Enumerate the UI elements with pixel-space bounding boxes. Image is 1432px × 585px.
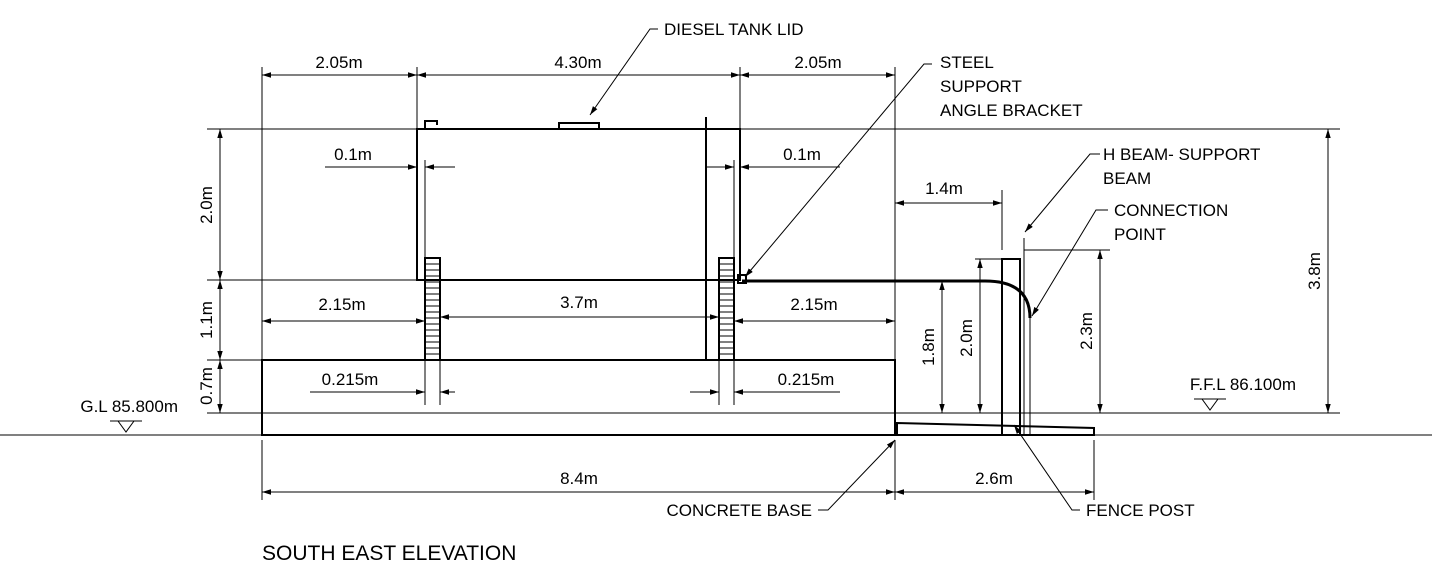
label-steel-support-line1: STEEL <box>940 53 994 72</box>
dim-base-length: 8.4m <box>560 469 598 488</box>
label-finished-floor-level: F.F.L 86.100m <box>1190 375 1296 394</box>
dim-tank-height: 2.0m <box>197 186 216 224</box>
diesel-tank <box>416 117 741 360</box>
label-diesel-tank-lid: DIESEL TANK LID <box>664 20 804 39</box>
dim-wall-left: 0.1m <box>334 145 372 164</box>
dim-base-height: 0.7m <box>197 367 216 405</box>
dim-beam-height: 2.3m <box>1077 312 1096 350</box>
drawing-title: SOUTH EAST ELEVATION <box>262 542 516 565</box>
dim-pipe-offset: 1.4m <box>925 179 963 198</box>
support-leg-right <box>718 257 735 361</box>
ground-level-marker-icon <box>117 420 135 433</box>
dim-apron-length: 2.6m <box>975 469 1013 488</box>
dim-bracket-left: 0.215m <box>322 370 379 389</box>
label-connection-line1: CONNECTION <box>1114 201 1228 220</box>
dim-mid-left: 2.15m <box>318 295 365 314</box>
angle-bracket <box>737 274 747 284</box>
dim-top-middle: 4.30m <box>554 53 601 72</box>
label-steel-support-line3: ANGLE BRACKET <box>940 101 1083 120</box>
fuel-pipe <box>742 279 1032 319</box>
label-concrete-base: CONCRETE BASE <box>667 501 812 520</box>
dim-pipe-height-a: 1.8m <box>919 328 938 366</box>
support-leg-left <box>424 257 441 361</box>
dim-mid-right: 2.15m <box>790 295 837 314</box>
apron-slab <box>896 421 1095 436</box>
label-connection-line2: POINT <box>1114 225 1166 244</box>
label-steel-support-line2: SUPPORT <box>940 77 1022 96</box>
extension-lines <box>207 67 1340 500</box>
dimension-lines <box>217 72 1331 495</box>
dim-leg-height: 1.1m <box>197 301 216 339</box>
label-fence-post: FENCE POST <box>1086 501 1195 520</box>
label-ground-level: G.L 85.800m <box>80 397 178 416</box>
leader-lines <box>589 28 1108 511</box>
label-h-beam-line1: H BEAM- SUPPORT <box>1103 145 1260 164</box>
concrete-base <box>261 359 896 436</box>
dim-pipe-height-b: 2.0m <box>957 319 976 357</box>
dim-bracket-right: 0.215m <box>778 370 835 389</box>
floor-level-marker-icon <box>1201 398 1219 411</box>
dim-top-right: 2.05m <box>794 53 841 72</box>
dim-overall-height: 3.8m <box>1305 252 1324 290</box>
dim-top-left: 2.05m <box>315 53 362 72</box>
dim-mid-middle: 3.7m <box>560 293 598 312</box>
label-h-beam-line2: BEAM <box>1103 169 1151 188</box>
tank-lid-icon <box>558 122 600 130</box>
dim-wall-right: 0.1m <box>783 145 821 164</box>
